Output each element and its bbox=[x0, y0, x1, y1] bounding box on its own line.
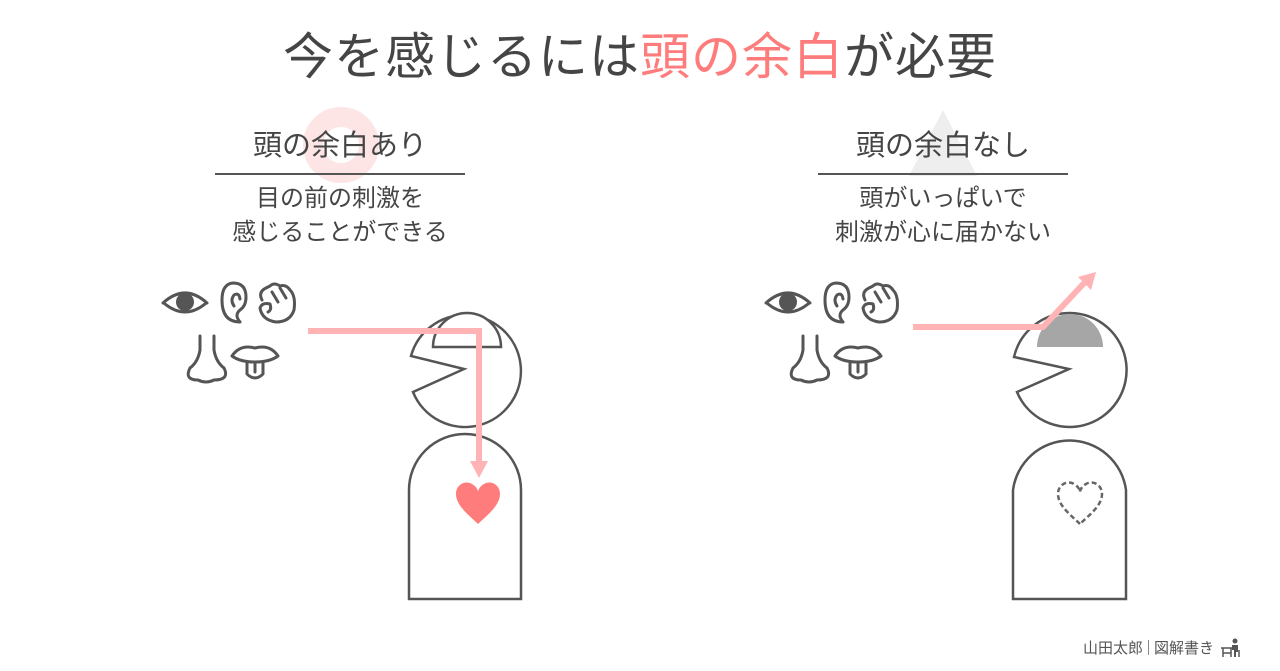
ear-icon bbox=[823, 281, 851, 324]
eye-icon bbox=[764, 291, 812, 314]
tongue-icon bbox=[833, 345, 883, 380]
dashed-heart-icon bbox=[1056, 481, 1104, 526]
right-panel: 頭の余白なし 頭がいっぱいで 刺激が心に届かない bbox=[813, 125, 1073, 249]
hand-icon bbox=[861, 282, 899, 324]
tongue-icon bbox=[230, 345, 280, 380]
left-desc-line1: 目の前の刺激を bbox=[256, 184, 424, 212]
body bbox=[407, 432, 523, 601]
filled-heart-icon bbox=[456, 482, 500, 524]
credit-separator bbox=[1147, 640, 1149, 655]
right-desc-line2: 刺激が心に届かない bbox=[835, 218, 1051, 246]
credit-label: 図解書き bbox=[1153, 639, 1214, 657]
left-arrow bbox=[308, 328, 488, 478]
right-divider bbox=[818, 173, 1068, 175]
eye-icon bbox=[161, 291, 209, 314]
right-desc-line1: 頭がいっぱいで bbox=[859, 184, 1027, 212]
body bbox=[1011, 439, 1128, 601]
ear-icon bbox=[220, 281, 248, 324]
title-part1: 今を感じるには bbox=[283, 28, 640, 86]
title-part2: が必要 bbox=[844, 28, 997, 86]
nose-icon bbox=[186, 334, 228, 384]
nose-icon bbox=[789, 334, 831, 384]
credit: 山田太郎 図解書き bbox=[1083, 637, 1242, 658]
right-senses bbox=[764, 281, 899, 384]
left-senses bbox=[161, 281, 296, 384]
mind-full-icon bbox=[1037, 314, 1103, 347]
right-arrow bbox=[913, 272, 1096, 330]
left-heading: 頭の余白あり bbox=[252, 128, 427, 162]
hand-icon bbox=[258, 282, 296, 324]
left-person bbox=[407, 311, 523, 601]
credit-author: 山田太郎 bbox=[1082, 639, 1143, 657]
left-divider bbox=[215, 173, 465, 175]
title-highlight: 頭の余白 bbox=[640, 28, 844, 86]
right-person bbox=[1011, 311, 1128, 601]
right-heading: 頭の余白なし bbox=[855, 128, 1030, 162]
left-desc-line2: 感じることができる bbox=[232, 218, 448, 246]
page-title: 今を感じるには頭の余白が必要 bbox=[0, 22, 1280, 92]
triangle-warning-icon bbox=[909, 110, 977, 176]
left-panel: 頭の余白あり 目の前の刺激を 感じることができる bbox=[210, 125, 470, 249]
person-at-desk-icon bbox=[1221, 638, 1240, 657]
